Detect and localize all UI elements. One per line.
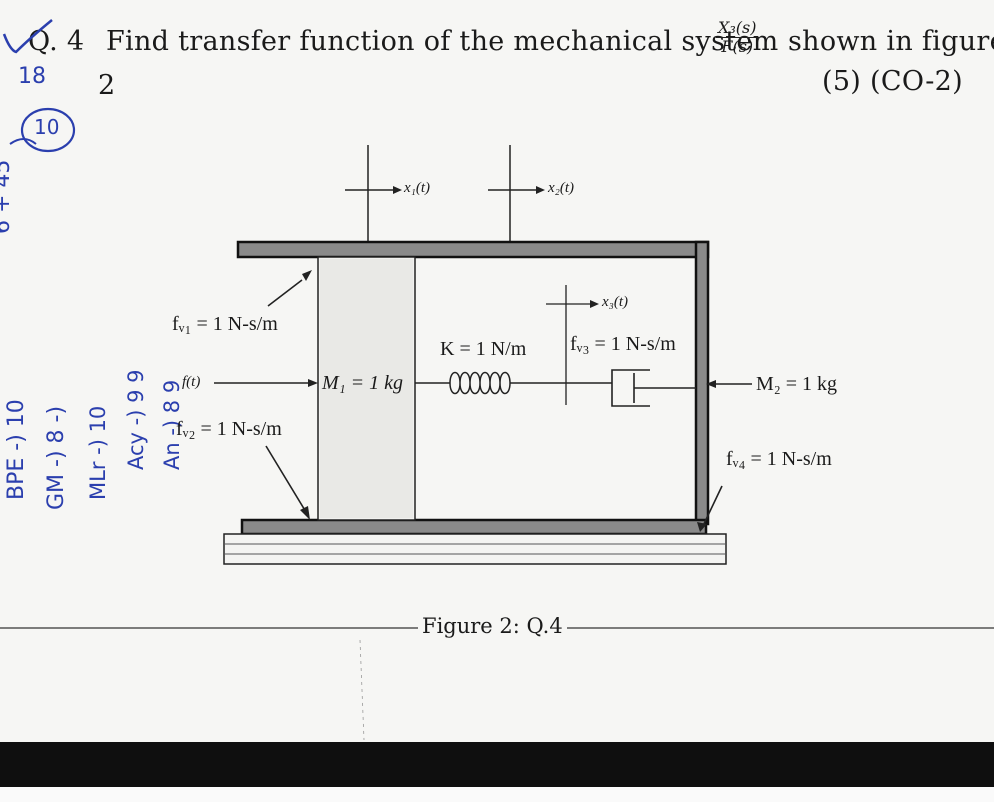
question-marks: (5) (CO-2) — [822, 66, 963, 97]
fv2-pointer — [265, 445, 307, 513]
x2-arrowhead — [536, 186, 545, 194]
x2-label: x₂(t) — [548, 180, 575, 196]
transfer-function-fraction: X₃(s) F(s) — [716, 20, 759, 55]
mechanical-system-figure — [0, 145, 994, 741]
bottom-dark-bar — [0, 742, 994, 787]
handwritten-score-top: 18 — [18, 64, 46, 89]
fv4-label: fᵥ₄ = 1 N-s/m — [726, 448, 832, 470]
m2-top-wall — [236, 240, 710, 259]
force-label: f(t) — [182, 374, 201, 390]
question-text-after: shown in figure — [788, 26, 994, 57]
force-arrowhead — [308, 379, 318, 387]
question-line2: 2 — [98, 70, 116, 101]
bottom-paper-strip — [0, 787, 994, 802]
fv1-pointer — [267, 279, 303, 307]
damper-fv3 — [611, 369, 650, 407]
fraction-denominator: F(s) — [721, 37, 754, 56]
m1-interior-shading — [320, 259, 413, 518]
fv4-pointer — [701, 485, 723, 529]
x1-label: x₁(t) — [404, 180, 431, 196]
fv3-label: fᵥ₃ = 1 N-s/m — [570, 333, 676, 355]
ground-surface — [223, 533, 727, 565]
spring-k — [449, 371, 511, 395]
spring-k-label: K = 1 N/m — [440, 338, 527, 360]
handwriting-tick-mark — [2, 19, 53, 54]
handwritten-circle-score: 10 — [34, 115, 60, 139]
m2-bottom-wall — [240, 518, 708, 536]
fv1-label: fᵥ₁ = 1 N-s/m — [172, 313, 278, 335]
m2-label: M₂ = 1 kg — [756, 373, 838, 395]
figure-caption: Figure 2: Q.4 — [418, 614, 567, 638]
x3-label: x₃(t) — [602, 294, 629, 310]
question-text: Find transfer function of the mechanical… — [106, 26, 779, 57]
handwriting-circle — [9, 107, 76, 153]
fv2-label: fᵥ₂ = 1 N-s/m — [176, 418, 282, 440]
m1-label: M₁ = 1 kg — [322, 372, 403, 394]
x1-arrowhead — [393, 186, 402, 194]
x3-arrowhead — [590, 300, 599, 308]
m2-right-wall — [694, 240, 710, 526]
fraction-numerator: X₃(s) — [716, 18, 759, 38]
